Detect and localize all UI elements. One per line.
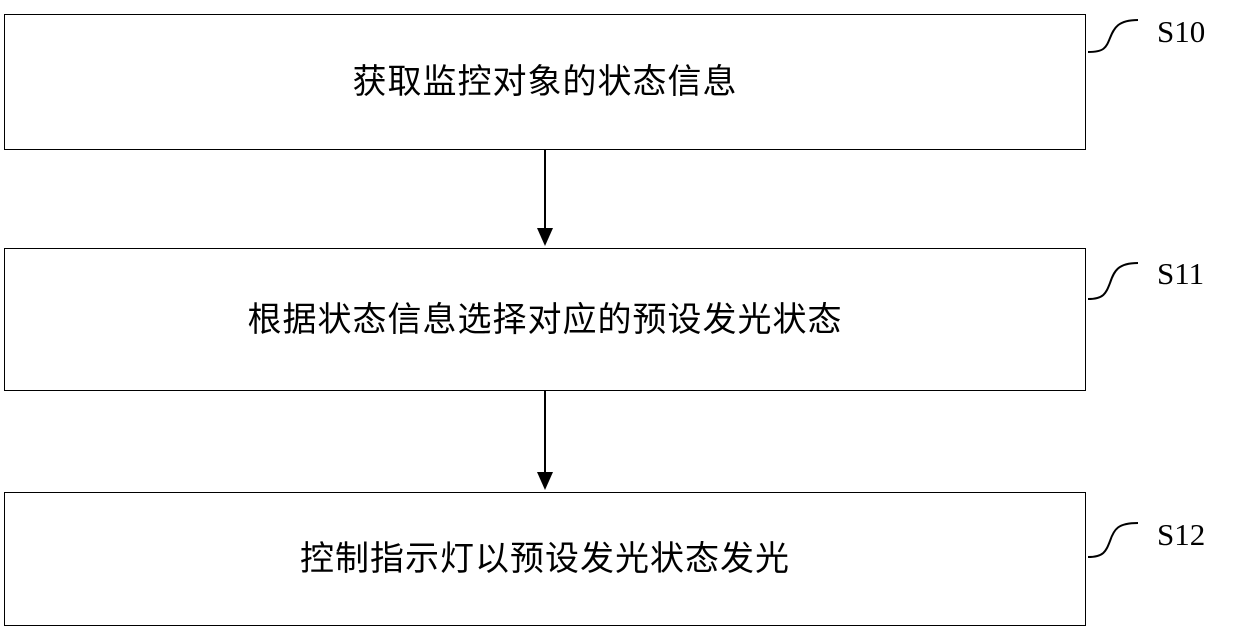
- connector-s11-to-s12: [537, 391, 553, 490]
- process-box-s10: 获取监控对象的状态信息: [4, 14, 1086, 150]
- process-box-s10-label: 获取监控对象的状态信息: [352, 62, 738, 102]
- leader-line-s10: [1087, 19, 1139, 53]
- process-box-s11: 根据状态信息选择对应的预设发光状态: [4, 248, 1086, 391]
- process-box-s12-label: 控制指示灯以预设发光状态发光: [300, 539, 790, 579]
- step-label-s10: S10: [1157, 14, 1206, 49]
- process-box-s11-label: 根据状态信息选择对应的预设发光状态: [247, 299, 843, 340]
- connector-s10-to-s11: [537, 150, 553, 246]
- process-box-s12: 控制指示灯以预设发光状态发光: [4, 492, 1086, 626]
- leader-line-s11: [1087, 262, 1139, 300]
- leader-line-s12: [1087, 522, 1139, 558]
- step-label-s12: S12: [1157, 517, 1206, 552]
- step-label-s11: S11: [1157, 256, 1205, 291]
